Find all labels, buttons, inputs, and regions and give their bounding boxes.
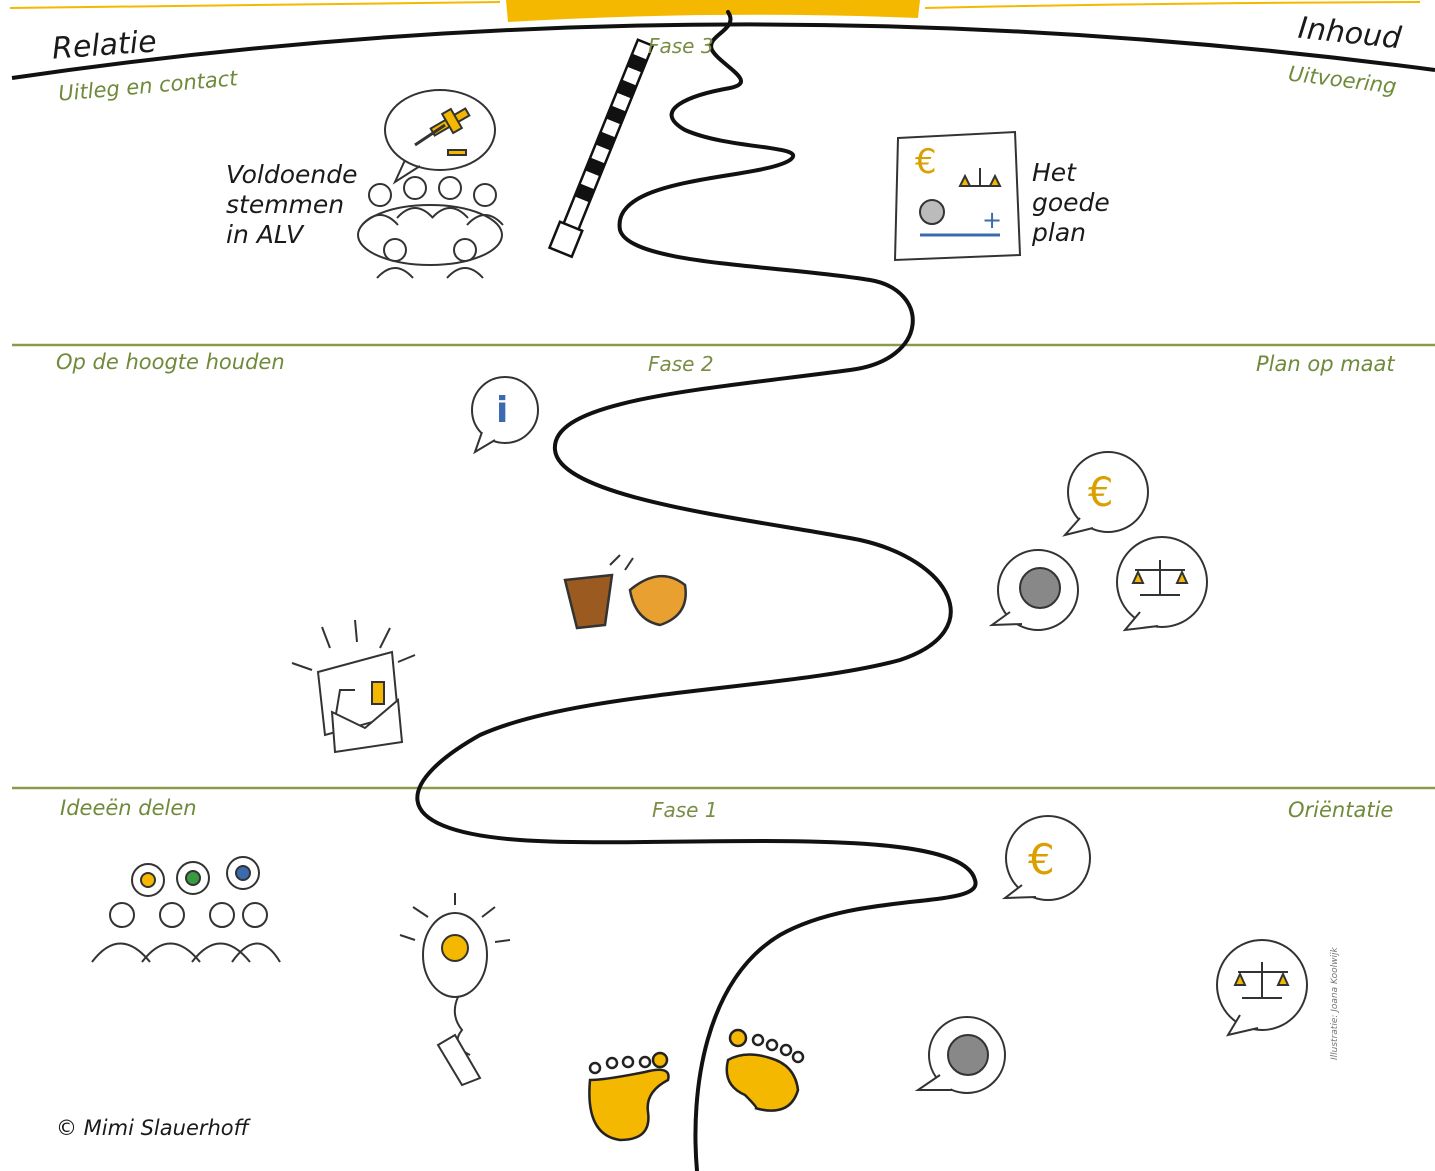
wrench-bubble-fase1 xyxy=(914,1016,1006,1094)
winding-road xyxy=(415,10,978,1171)
sun-ray-right xyxy=(924,1,1421,9)
label-fase2: Fase 2 xyxy=(648,352,714,376)
euro-icon-fase2: € xyxy=(1088,470,1114,516)
euro-icon-fase1: € xyxy=(1028,835,1055,884)
scale-bubble-fase1 xyxy=(1216,939,1308,1037)
note-voldoende-stemmen: Voldoende stemmen in ALV xyxy=(226,160,358,249)
label-plan-op-maat: Plan op maat xyxy=(1256,352,1395,376)
sun-shape xyxy=(506,0,920,22)
info-icon: i xyxy=(496,390,509,431)
euro-icon-plan: € xyxy=(915,142,937,182)
label-orientatie: Oriëntatie xyxy=(1288,798,1394,822)
label-fase1: Fase 1 xyxy=(652,798,718,822)
wrench-bubble-fase2 xyxy=(988,549,1079,631)
idea-people xyxy=(91,856,281,963)
title-relatie: Relatie xyxy=(50,24,158,67)
horizon-line xyxy=(11,22,1435,80)
newsletter-envelope xyxy=(291,619,416,754)
label-ideeen-delen: Ideeën delen xyxy=(60,796,197,820)
footprint-left xyxy=(588,1051,670,1142)
gavel-bubble xyxy=(384,89,496,185)
sun-ray-left xyxy=(9,1,501,9)
plus-icon-plan: + xyxy=(982,206,1003,234)
footprint-right xyxy=(725,1028,805,1112)
scale-bubble-fase2 xyxy=(1116,536,1208,632)
meeting-table xyxy=(357,176,504,279)
label-fase3: Fase 3 xyxy=(648,34,714,58)
note-het-goede-plan: Het goede plan xyxy=(1032,158,1110,247)
euro-bubble-fase1 xyxy=(1001,815,1091,901)
illustrator-credit: Illustratie: Joana Koolwijk xyxy=(1330,947,1340,1060)
copyright-text: © Mimi Slauerhoff xyxy=(56,1116,249,1140)
coffee-cups xyxy=(563,554,687,630)
lightbulb-balloon xyxy=(399,893,511,1087)
label-op-de-hoogte-houden: Op de hoogte houden xyxy=(56,350,285,374)
barrier-gate xyxy=(547,38,655,259)
plan-document xyxy=(893,130,1022,262)
euro-bubble-fase2 xyxy=(1062,451,1149,537)
info-bubble xyxy=(471,376,539,455)
